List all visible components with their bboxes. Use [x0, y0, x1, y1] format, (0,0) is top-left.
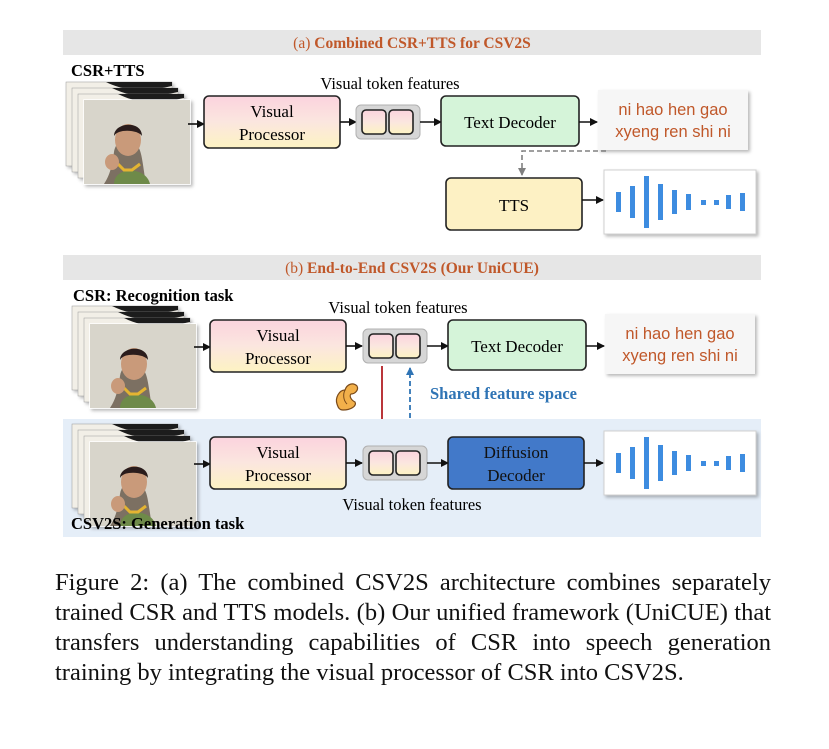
panel-b-video-stack-bottom: [72, 424, 196, 526]
diffusion-decoder-line1: Diffusion: [484, 443, 549, 462]
tts-label: TTS: [499, 196, 529, 215]
panel-b-video-stack-top: [72, 306, 196, 408]
tts-module: TTS: [445, 177, 583, 231]
flexed-biceps-icon: [335, 383, 359, 411]
visual-processor-a: Visual Processor: [203, 95, 341, 149]
text-decoder-b: Text Decoder: [447, 319, 587, 371]
token-features-label-b-top: Visual token features: [328, 298, 467, 317]
panel-b: (b) End-to-End CSV2S (Our UniCUE) CSR: R…: [63, 255, 761, 537]
panel-a-video-stack: [66, 82, 190, 184]
visual-processor-a-line1: Visual: [250, 102, 294, 121]
visual-tokens-b2: [362, 445, 428, 481]
text-decoder-a: Text Decoder: [440, 95, 580, 147]
output-text-a-line2: xyeng ren shi ni: [615, 123, 731, 141]
visual-processor-b2-line1: Visual: [256, 443, 300, 462]
architecture-diagram: (a) Combined CSR+TTS for CSV2S CSR+TTS V…: [63, 30, 761, 537]
token-features-label-a: Visual token features: [320, 74, 459, 93]
text-decoder-b-label: Text Decoder: [471, 337, 563, 356]
diffusion-decoder-line2: Decoder: [487, 466, 545, 485]
figure-caption: Figure 2: (a) The combined CSV2S archite…: [55, 569, 771, 686]
waveform-a-icon: [603, 169, 757, 235]
text-decoder-a-label: Text Decoder: [464, 113, 556, 132]
panel-b-header: (b) End-to-End CSV2S (Our UniCUE): [285, 260, 539, 277]
panel-a-header-bar: [63, 30, 761, 55]
token-features-label-b-bottom: Visual token features: [342, 495, 481, 514]
shared-feature-space-label: Shared feature space: [430, 384, 577, 403]
visual-processor-b2: Visual Processor: [209, 436, 347, 490]
visual-processor-b2-line2: Processor: [245, 466, 311, 485]
visual-processor-b1-line1: Visual: [256, 326, 300, 345]
output-text-b-line1: ni hao hen gao: [625, 325, 734, 343]
generation-task-label: CSV2S: Generation task: [71, 514, 245, 533]
visual-processor-b1-line2: Processor: [245, 349, 311, 368]
panel-b-header-bar: [63, 255, 761, 280]
visual-tokens-a: [355, 104, 421, 140]
output-text-a-line1: ni hao hen gao: [618, 101, 727, 119]
output-text-b-line2: xyeng ren shi ni: [622, 347, 738, 365]
csr-task-label: CSR: Recognition task: [73, 286, 234, 305]
panel-a: (a) Combined CSR+TTS for CSV2S CSR+TTS V…: [63, 30, 761, 235]
diffusion-decoder: Diffusion Decoder: [447, 436, 585, 490]
output-text-b: ni hao hen gao xyeng ren shi ni: [605, 314, 755, 374]
visual-processor-b1: Visual Processor: [209, 319, 347, 373]
waveform-b-icon: [603, 430, 757, 496]
visual-processor-a-line2: Processor: [239, 125, 305, 144]
output-text-a: ni hao hen gao xyeng ren shi ni: [598, 90, 748, 150]
panel-a-task-label: CSR+TTS: [71, 61, 145, 80]
panel-a-header: (a) Combined CSR+TTS for CSV2S: [293, 35, 531, 52]
visual-tokens-b1: [362, 328, 428, 364]
arrow-text-to-tts: [518, 150, 606, 176]
